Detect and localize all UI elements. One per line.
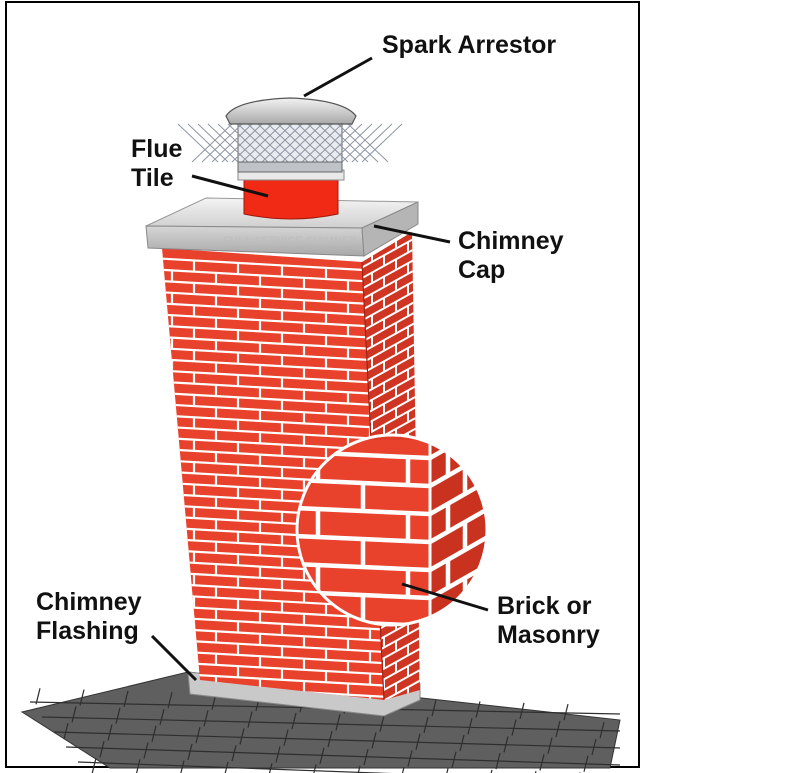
leader-lines [150, 56, 489, 682]
leader-spark-arrestor [303, 56, 373, 98]
label-brick-or-masonry: Brick or Masonry [497, 592, 600, 649]
spark-arrestor [177, 97, 403, 173]
label-flue-tile: Flue Tile [131, 135, 183, 192]
label-spark-arrestor: Spark Arrestor [382, 31, 557, 59]
leader-brick [401, 582, 489, 612]
leader-flashing [150, 634, 198, 682]
watermark: FULL SERVICE CHIMNEY [224, 235, 357, 247]
leader-flue-tile [191, 174, 269, 198]
label-chimney-flashing: Chimney Flashing [36, 588, 142, 645]
roof-shingles [20, 671, 621, 773]
flue-tile [237, 169, 345, 220]
leader-chimney-cap [373, 224, 451, 244]
label-chimney-cap: Chimney Cap [458, 227, 564, 284]
chimney-cap [145, 197, 419, 257]
